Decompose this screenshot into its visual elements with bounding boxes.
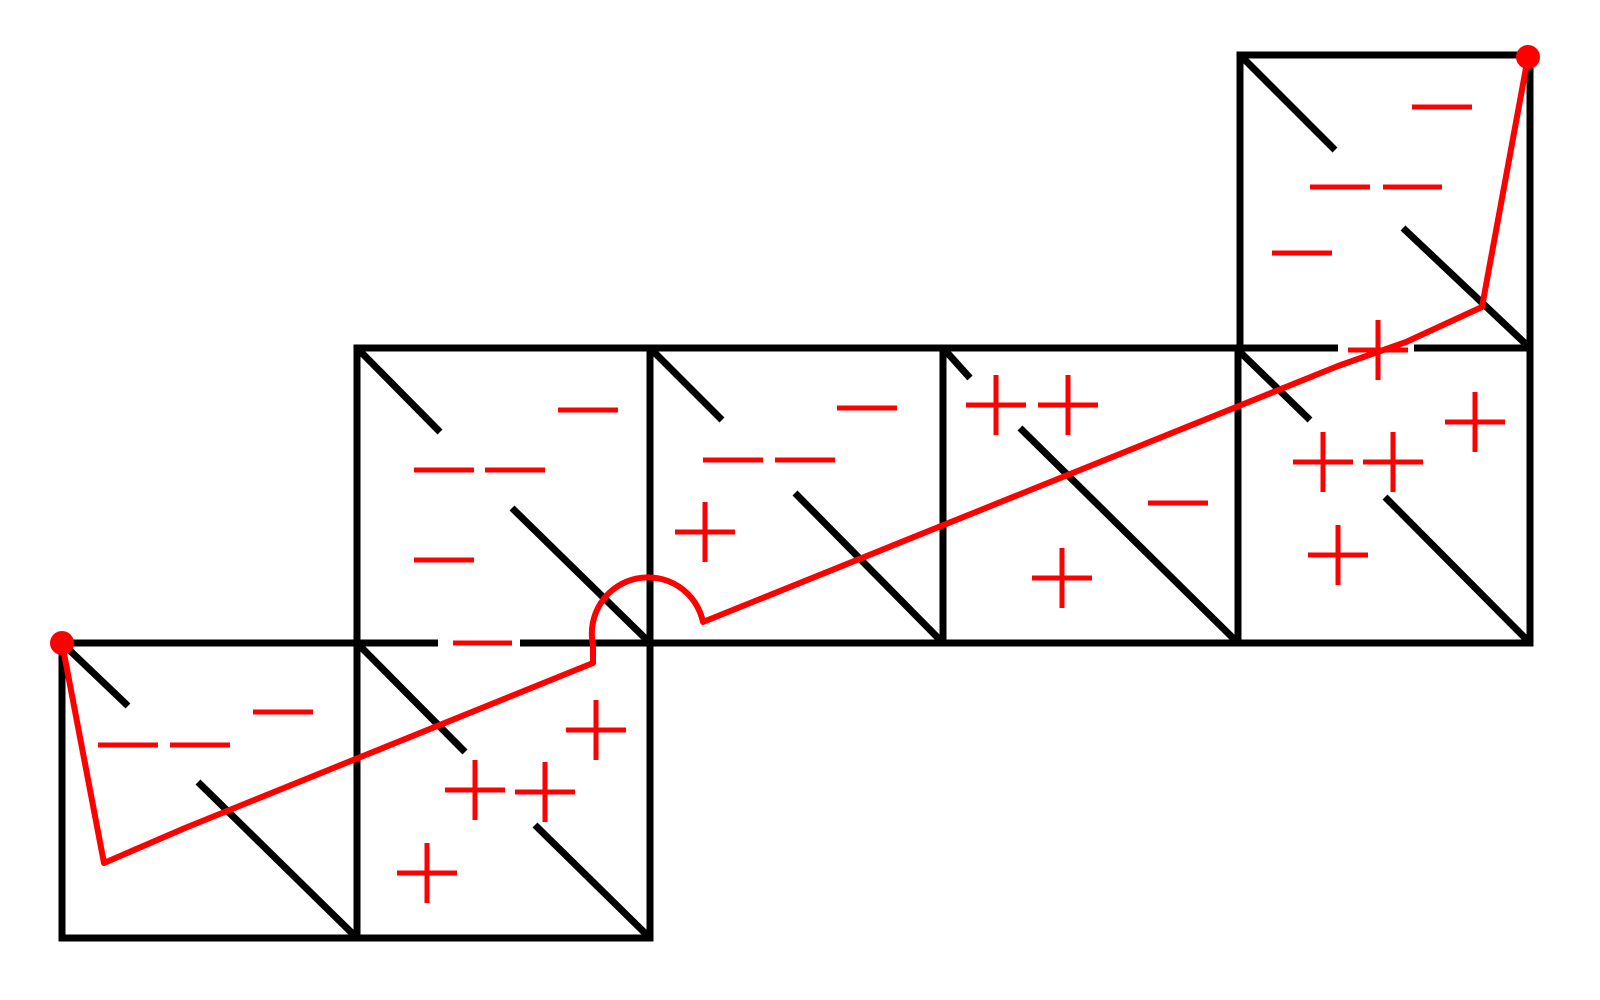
diagonal-segment <box>1382 494 1533 646</box>
edge-gaps <box>438 341 1414 650</box>
plus-sign <box>1363 432 1423 492</box>
diagonal-segment <box>532 822 653 941</box>
plus-sign <box>566 700 626 760</box>
diagonal-segment <box>1237 349 1313 423</box>
minus-signs <box>98 104 1472 748</box>
diagonal-segment <box>354 345 443 435</box>
plus-sign <box>966 375 1026 435</box>
plus-sign <box>445 760 505 820</box>
red-path <box>59 54 1531 866</box>
path-start-point <box>50 631 74 655</box>
diagonal-segment <box>792 490 946 646</box>
diagonal-segment <box>195 779 360 941</box>
diagonal-segment <box>1400 225 1533 351</box>
plus-signs <box>397 320 1505 903</box>
plus-sign <box>515 762 575 822</box>
plus-sign <box>1445 392 1505 452</box>
plus-sign <box>1038 375 1098 435</box>
diagonal-segment <box>509 505 653 646</box>
diagonal-segment <box>59 640 131 709</box>
diagonal-segment <box>354 640 468 755</box>
diagonal-segment <box>940 345 973 381</box>
diagonal-segment <box>647 345 725 423</box>
diagonals <box>59 52 1533 941</box>
diagonal-segment <box>1237 52 1338 153</box>
plus-sign <box>1308 525 1368 585</box>
path-end-point <box>1516 45 1540 69</box>
diagonal-segment <box>1017 425 1241 646</box>
plus-sign <box>397 843 457 903</box>
plus-sign <box>675 502 735 562</box>
plus-sign <box>1032 548 1092 608</box>
plus-sign <box>1293 432 1353 492</box>
